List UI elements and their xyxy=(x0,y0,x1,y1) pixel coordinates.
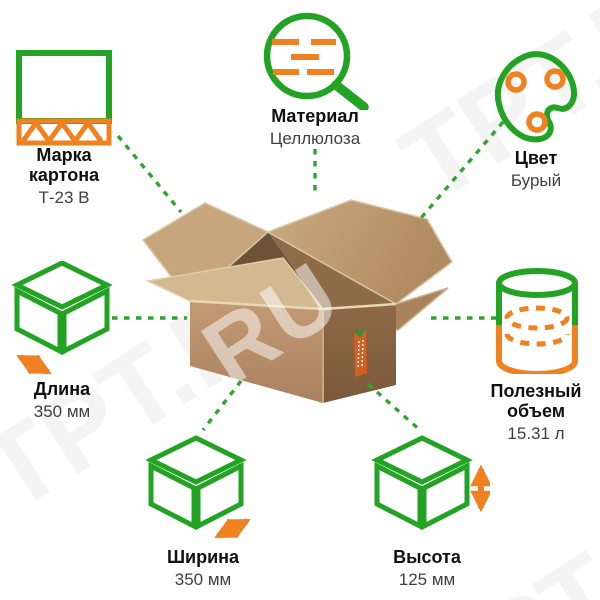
spec-material-value: Целлюлоза xyxy=(269,129,361,148)
spec-width-label: Ширина xyxy=(166,547,240,567)
palette-icon xyxy=(494,51,578,143)
box-face-left xyxy=(190,301,323,403)
spec-grade-value: Т-23 В xyxy=(38,188,90,207)
box-sticker-text-lines xyxy=(361,339,364,369)
cube-width-icon xyxy=(146,435,251,539)
spec-material-label: Материал xyxy=(271,106,359,126)
spec-length: Длина 350 мм xyxy=(2,379,122,422)
spec-width-value: 350 мм xyxy=(174,570,232,589)
connector-line xyxy=(366,382,423,433)
length-arrow xyxy=(16,354,52,375)
spec-grade-label: Марка картона xyxy=(28,145,100,185)
box-sticker-triangle xyxy=(354,328,366,338)
cube-length-icon xyxy=(12,261,112,375)
spec-length-value: 350 мм xyxy=(33,402,91,421)
spec-height: Высота 125 мм xyxy=(367,547,487,590)
spec-length-label: Длина xyxy=(33,379,91,399)
connector-line xyxy=(116,134,183,214)
box-flap-back-right xyxy=(266,199,453,305)
spec-color-value: Бурый xyxy=(510,171,562,190)
spec-color: Цвет Бурый xyxy=(476,148,596,191)
open-cardboard-box-photo xyxy=(141,199,453,403)
box-interior-wall xyxy=(268,232,396,309)
box-sticker xyxy=(354,328,367,377)
box-sticker-text-lines xyxy=(357,340,360,370)
spec-height-label: Высота xyxy=(393,547,461,567)
spec-height-value: 125 мм xyxy=(398,570,456,589)
cardboard-grade-icon xyxy=(16,50,112,146)
spec-color-label: Цвет xyxy=(514,148,558,168)
cylinder-volume-icon xyxy=(496,268,578,374)
spec-grade: Марка картона Т-23 В xyxy=(0,145,128,208)
spec-volume: Полезный объем 15.31 л xyxy=(472,381,600,444)
width-arrow xyxy=(214,518,251,539)
spec-volume-label: Полезный объем xyxy=(490,381,582,421)
magnifier-fibers-icon xyxy=(263,12,369,110)
connector-line xyxy=(419,120,505,220)
spec-volume-value: 15.31 л xyxy=(507,424,565,443)
spec-material: Материал Целлюлоза xyxy=(250,106,380,149)
cube-height-icon xyxy=(372,435,490,531)
connector-line xyxy=(201,379,243,432)
spec-width: Ширина 350 мм xyxy=(143,547,263,590)
